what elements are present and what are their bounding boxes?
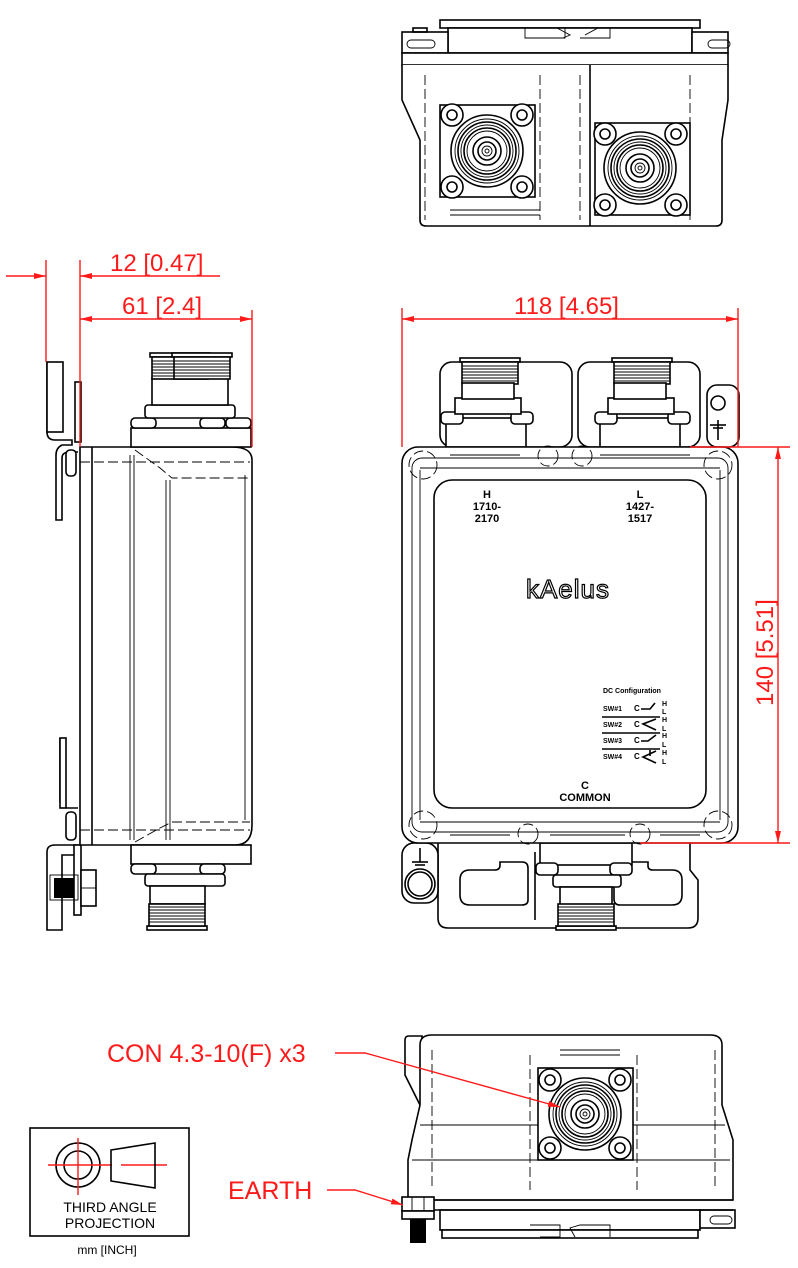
svg-text:SW#3: SW#3 xyxy=(603,738,622,745)
svg-text:L: L xyxy=(662,709,667,716)
svg-text:SW#2: SW#2 xyxy=(603,722,622,729)
port-l-range-end: 1517 xyxy=(628,513,652,525)
svg-text:L: L xyxy=(662,759,667,766)
third-angle-projection-icon xyxy=(48,1138,167,1195)
svg-text:L: L xyxy=(662,726,667,733)
dim-width: 118 [4.65] xyxy=(514,293,619,320)
projection-line-1: THIRD ANGLE xyxy=(63,1199,156,1215)
svg-text:H: H xyxy=(662,701,667,708)
svg-text:C: C xyxy=(634,752,640,761)
bottom-view xyxy=(401,1034,736,1243)
port-c-label: COMMON xyxy=(559,792,610,804)
svg-text:L: L xyxy=(662,742,667,749)
dc-configuration-table: DC Configuration SW#1 C H L SW#2 C H L S… xyxy=(602,688,667,766)
dc-config-row: SW#2 C H L xyxy=(603,717,667,733)
port-l-name: L xyxy=(637,489,644,501)
svg-text:H: H xyxy=(662,717,667,724)
port-l-range-start: 1427- xyxy=(626,501,654,513)
svg-text:C: C xyxy=(634,704,640,713)
svg-text:H: H xyxy=(662,733,667,740)
svg-text:SW#1: SW#1 xyxy=(603,706,622,713)
units-label: mm [INCH] xyxy=(77,1243,136,1257)
dc-config-title: DC Configuration xyxy=(603,688,661,695)
port-h-range-start: 1710- xyxy=(473,501,501,513)
port-c-name: C xyxy=(581,780,589,792)
connector-callout-label: CON 4.3-10(F) x3 xyxy=(107,1040,306,1068)
svg-text:C: C xyxy=(634,720,640,729)
svg-text:H: H xyxy=(662,750,667,757)
top-view xyxy=(401,19,731,227)
dc-config-row: SW#3 C H L xyxy=(603,733,667,749)
svg-text:C: C xyxy=(634,736,640,745)
port-h-name: H xyxy=(483,489,491,501)
front-view: H 1710- 2170 L 1427- 1517 kAelus DC Conf… xyxy=(401,357,740,931)
port-h-range-end: 2170 xyxy=(475,513,499,525)
dim-depth: 61 [2.4] xyxy=(122,293,202,320)
ground-symbol-icon xyxy=(710,420,726,440)
dc-config-row: SW#1 C H L xyxy=(603,701,667,716)
dim-bracket-offset: 12 [0.47] xyxy=(110,250,203,277)
connector-callout: CON 4.3-10(F) x3 xyxy=(107,1040,561,1108)
projection-line-2: PROJECTION xyxy=(65,1215,155,1231)
dim-height: 140 [5.51] xyxy=(752,599,779,706)
earth-callout-label: EARTH xyxy=(228,1177,312,1205)
side-dimensions: 12 [0.47] 61 [2.4] xyxy=(6,250,253,447)
kaelus-logo: kAelus xyxy=(526,574,610,604)
svg-text:SW#4: SW#4 xyxy=(603,754,622,761)
earth-callout: EARTH xyxy=(228,1177,404,1206)
side-view xyxy=(46,352,253,931)
front-dimensions: 118 [4.65] 140 [5.51] xyxy=(401,293,790,844)
projection-symbol-box: THIRD ANGLE PROJECTION xyxy=(29,1127,190,1237)
ground-symbol-icon xyxy=(412,848,428,866)
dc-config-row: SW#4 C H L xyxy=(603,750,667,766)
